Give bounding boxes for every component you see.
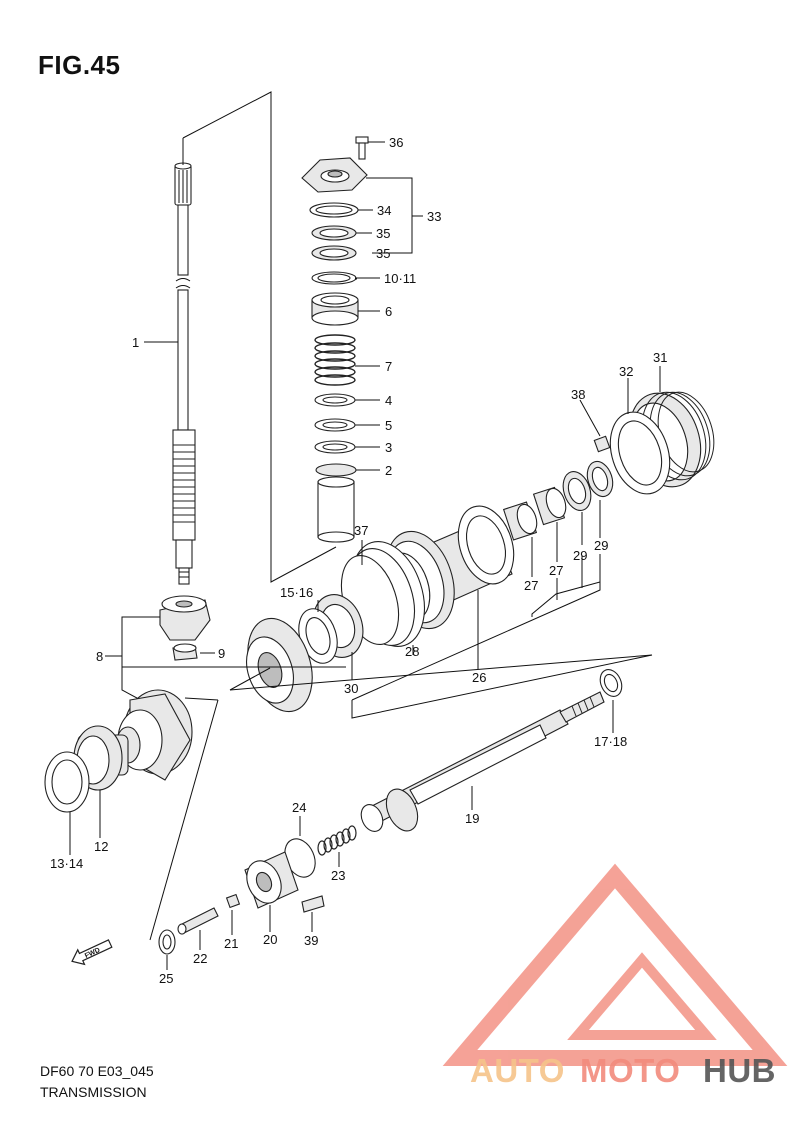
callout-5: 5 bbox=[385, 418, 392, 433]
callout-22: 22 bbox=[193, 951, 207, 966]
callout-23: 23 bbox=[331, 868, 345, 883]
drive-shaft bbox=[172, 162, 196, 585]
callout-28: 28 bbox=[405, 644, 419, 659]
callout-33: 33 bbox=[427, 209, 441, 224]
clutch-assembly bbox=[158, 825, 357, 955]
callout-1: 1 bbox=[132, 335, 139, 350]
fwd-label: FWD bbox=[84, 947, 101, 960]
callout-39: 39 bbox=[304, 933, 318, 948]
reverse-gear-assembly bbox=[44, 689, 193, 813]
callout-35b: 35 bbox=[376, 246, 390, 261]
watermark-logo bbox=[442, 863, 788, 1066]
pinion-gear bbox=[159, 595, 211, 661]
callout-7: 7 bbox=[385, 359, 392, 374]
callout-29a: 29 bbox=[573, 548, 587, 563]
callout-17-18: 17·18 bbox=[594, 734, 627, 749]
callout-9: 9 bbox=[218, 646, 225, 661]
callout-20: 20 bbox=[263, 932, 277, 947]
thrust-bearing bbox=[298, 594, 364, 664]
forward-bevel-gear bbox=[246, 617, 313, 713]
upper-bearing-stack bbox=[301, 136, 369, 543]
callout-32: 32 bbox=[619, 364, 633, 379]
callout-24: 24 bbox=[292, 800, 306, 815]
callout-2: 2 bbox=[385, 463, 392, 478]
needle-bearings bbox=[502, 460, 614, 541]
callout-36: 36 bbox=[389, 135, 403, 150]
callout-27a: 27 bbox=[524, 578, 538, 593]
callout-26: 26 bbox=[472, 670, 486, 685]
callout-37: 37 bbox=[354, 523, 368, 538]
callout-34: 34 bbox=[377, 203, 391, 218]
watermark-brand: AUTO MOTO HUB bbox=[470, 1052, 776, 1089]
callout-12: 12 bbox=[94, 839, 108, 854]
callout-15-16: 15·16 bbox=[280, 585, 313, 600]
brand-part-1: AUTO bbox=[470, 1052, 565, 1089]
callout-27b: 27 bbox=[549, 563, 563, 578]
brand-part-2: MOTO bbox=[580, 1052, 680, 1089]
callout-13-14: 13·14 bbox=[50, 856, 83, 871]
callout-30: 30 bbox=[344, 681, 358, 696]
callout-4: 4 bbox=[385, 393, 392, 408]
propeller-shaft bbox=[360, 669, 623, 832]
callout-6: 6 bbox=[385, 304, 392, 319]
callout-21: 21 bbox=[224, 936, 238, 951]
figure-code: DF60 70 E03_045 bbox=[40, 1063, 154, 1079]
o-rings bbox=[340, 541, 425, 647]
callout-8: 8 bbox=[96, 649, 103, 664]
callout-35a: 35 bbox=[376, 226, 390, 241]
callout-29b: 29 bbox=[594, 538, 608, 553]
callout-19: 19 bbox=[465, 811, 479, 826]
callout-3: 3 bbox=[385, 440, 392, 455]
bearing-housing-assembly bbox=[593, 391, 715, 495]
brand-part-3: HUB bbox=[703, 1052, 776, 1089]
figure-title: FIG.45 bbox=[38, 50, 121, 80]
callout-25: 25 bbox=[159, 971, 173, 986]
callout-38: 38 bbox=[571, 387, 585, 402]
callout-10-11: 10·11 bbox=[384, 271, 416, 286]
callout-labels: 36 34 33 35 35 10·11 6 7 4 5 3 2 1 31 32… bbox=[50, 135, 667, 986]
callout-31: 31 bbox=[653, 350, 667, 365]
figure-name: TRANSMISSION bbox=[40, 1084, 147, 1100]
fwd-direction-arrow: FWD bbox=[71, 939, 113, 966]
